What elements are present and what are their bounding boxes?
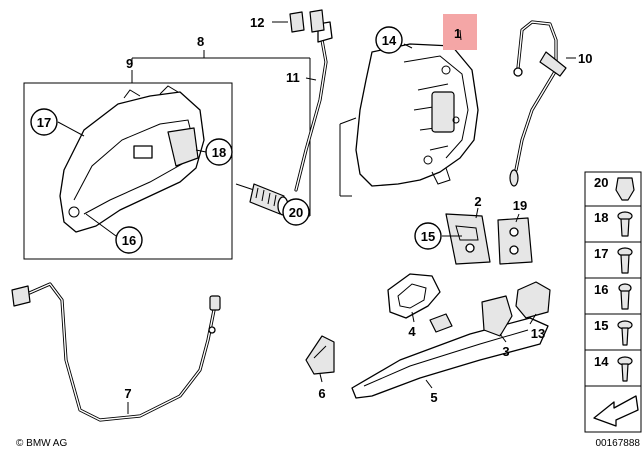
clip-icon [615, 177, 635, 201]
label-part-1: 1 [454, 26, 461, 41]
fastener-column [584, 171, 642, 433]
fastener-label-20: 20 [594, 175, 608, 190]
label-part-7: 7 [124, 386, 131, 401]
fastener-label-18: 18 [594, 210, 608, 225]
callout-17 [30, 108, 58, 136]
brand-copyright: © BMW AG [16, 438, 67, 449]
fastener-label-17: 17 [594, 246, 608, 261]
fastener-label-14: 14 [594, 354, 609, 369]
screw-15-icon [617, 320, 633, 346]
handle-seal-4 [387, 273, 441, 319]
label-part-20: 20 [289, 205, 303, 220]
callout-14 [375, 26, 403, 54]
label-part-18: 18 [212, 145, 226, 160]
mounting-plate-2 [445, 213, 491, 265]
handle-carrier-assembly [23, 50, 311, 260]
handle-screw [235, 183, 289, 216]
label-part-13: 13 [531, 326, 545, 341]
label-part-12: 12 [250, 15, 264, 30]
label-part-17: 17 [37, 115, 51, 130]
label-part-3: 3 [502, 344, 509, 359]
bracket-6 [305, 335, 335, 375]
label-part-16: 16 [122, 233, 136, 248]
fastener-label-15: 15 [594, 318, 608, 333]
part-labels: 1 14 10 11 12 8 9 17 18 16 20 2 15 19 4 … [16, 15, 640, 449]
cap-3 [481, 295, 513, 337]
label-part-15: 15 [421, 229, 435, 244]
diagram-number: 00167888 [596, 438, 641, 449]
bowden-cable-10 [509, 20, 567, 187]
label-part-14: 14 [382, 33, 397, 48]
callout-20 [282, 198, 310, 226]
bowden-cable-7 [11, 282, 221, 422]
callout-15 [414, 222, 442, 250]
callout-16 [115, 226, 143, 254]
mounting-plate-19 [497, 217, 533, 265]
screw-16-icon [618, 283, 632, 310]
label-part-19: 19 [513, 198, 527, 213]
label-part-5: 5 [430, 390, 437, 405]
label-part-4: 4 [408, 324, 416, 339]
door-lock-assembly [355, 39, 479, 187]
label-part-6: 6 [318, 386, 325, 401]
outer-door-handle-5 [351, 313, 549, 399]
cap-13 [515, 281, 551, 319]
label-part-11: 11 [286, 70, 300, 85]
fastener-label-16: 16 [594, 282, 608, 297]
callout-18 [205, 138, 233, 166]
screw-18-icon [617, 211, 633, 237]
label-part-10: 10 [578, 51, 592, 66]
caps-part-12 [289, 9, 325, 33]
leader-lines [57, 21, 576, 414]
label-part-2: 2 [474, 194, 481, 209]
label-part-9: 9 [126, 56, 133, 71]
direction-arrow-icon [593, 395, 639, 427]
screw-17-icon [617, 247, 633, 274]
screw-14-icon [617, 356, 633, 382]
label-part-8: 8 [197, 34, 204, 49]
connecting-rod [294, 21, 333, 192]
